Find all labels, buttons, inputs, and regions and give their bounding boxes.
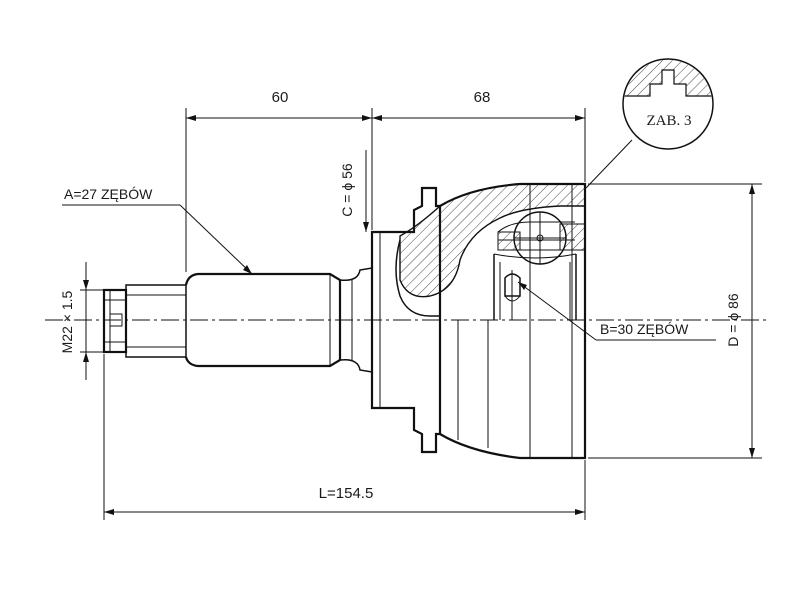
shaft-diameter-dimension — [363, 150, 369, 232]
spline-a-label: A=27 ZĘBÓW — [64, 186, 153, 202]
spline-b-leader — [517, 281, 716, 341]
detail-label: ZAB. 3 — [647, 113, 692, 129]
bottom-dimension — [103, 354, 586, 520]
dim-c-diameter-label: C = ϕ 56 — [339, 163, 355, 217]
dim-60-label: 60 — [272, 89, 289, 106]
section-hatch — [395, 183, 586, 317]
thread-dimension — [80, 262, 104, 380]
ball-and-cage — [493, 211, 577, 320]
spline-a-leader — [62, 204, 253, 275]
threaded-end — [102, 284, 187, 358]
dim-total-length-label: L=154.5 — [319, 485, 374, 502]
dim-68-label: 68 — [474, 89, 491, 106]
outer-diameter-dimension — [588, 183, 762, 459]
dim-d-diameter-label: D = ϕ 86 — [725, 293, 741, 347]
dim-thread-label: M22 × 1.5 — [59, 290, 75, 353]
spline-b-label: B=30 ZĘBÓW — [600, 321, 689, 337]
top-dimensions — [185, 108, 586, 272]
